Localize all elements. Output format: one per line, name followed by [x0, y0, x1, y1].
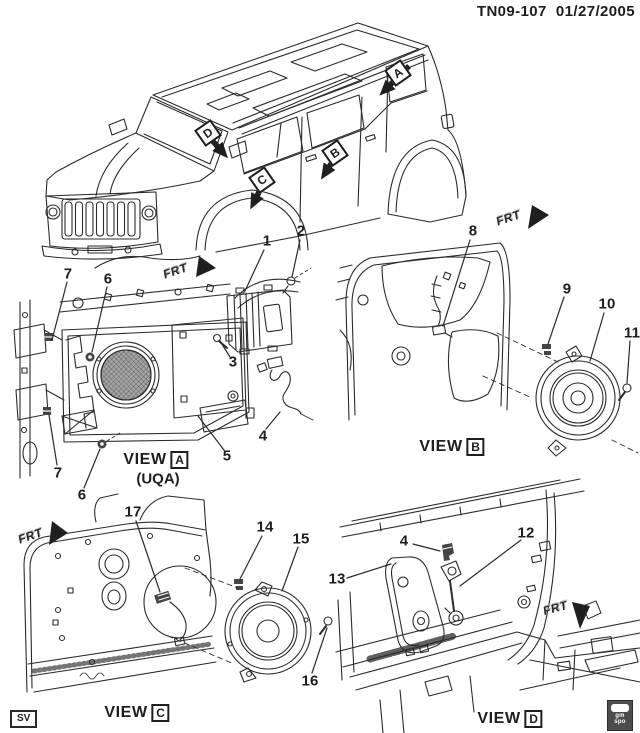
- view-d-art: [335, 478, 640, 733]
- view-c-word: VIEW: [104, 704, 148, 721]
- frt-arrow-icons: [49, 205, 602, 629]
- gm-logo-pill: [611, 704, 629, 712]
- callout-5: 5: [222, 447, 232, 465]
- callout-11: 11: [623, 324, 640, 342]
- view-d-letter-box: D: [524, 710, 543, 728]
- frt-arrow-icon-c: [49, 521, 68, 545]
- callout-7-upper: 7: [63, 265, 73, 283]
- view-a-art: [13, 267, 314, 479]
- callout-leader-lines: [48, 239, 631, 674]
- frt-arrow-icon-a: [196, 256, 216, 277]
- view-c-letter-box: C: [151, 704, 170, 722]
- callout-10: 10: [598, 295, 616, 313]
- callout-3: 3: [228, 353, 238, 371]
- view-a-option-code: (UQA): [136, 470, 180, 488]
- view-d-label: VIEW D: [477, 710, 543, 728]
- gm-logo-text-2: spo: [614, 719, 626, 725]
- view-c-art: [23, 493, 333, 693]
- frt-arrow-icon-b: [528, 205, 549, 229]
- view-a-letter-box: A: [170, 451, 189, 469]
- gm-spo-logo: gm spo: [607, 700, 633, 731]
- view-b-word: VIEW: [419, 438, 463, 455]
- callout-13: 13: [328, 570, 346, 588]
- callout-15: 15: [292, 530, 310, 548]
- callout-12: 12: [517, 524, 535, 542]
- doc-number: TN09-107: [476, 3, 547, 20]
- callout-7-lower: 7: [53, 464, 63, 482]
- callout-4-view-a: 4: [258, 427, 268, 445]
- callout-8: 8: [468, 222, 478, 240]
- view-a-word: VIEW: [123, 451, 167, 468]
- vehicle-illustration: [41, 22, 467, 269]
- view-a-label: VIEW A: [123, 451, 189, 469]
- page-code-badge: SV: [10, 710, 38, 728]
- callout-16: 16: [301, 672, 319, 690]
- gm-logo-text-1: gm: [615, 713, 625, 719]
- header-doc-reference: TN09-107 01/27/2005: [477, 3, 635, 20]
- callout-17: 17: [124, 503, 142, 521]
- view-c-label: VIEW C: [104, 704, 170, 722]
- callout-2: 2: [296, 222, 306, 240]
- callout-4-view-d: 4: [399, 532, 409, 550]
- view-b-letter-box: B: [466, 438, 485, 456]
- view-d-word: VIEW: [477, 710, 521, 727]
- callout-14: 14: [256, 518, 274, 536]
- callout-6-lower: 6: [77, 486, 87, 504]
- view-b-label: VIEW B: [419, 438, 485, 456]
- callout-1: 1: [262, 232, 272, 250]
- view-b-art: [335, 242, 639, 457]
- callout-9: 9: [562, 280, 572, 298]
- doc-date: 01/27/2005: [555, 3, 635, 20]
- frt-arrow-icon-d: [572, 602, 590, 629]
- callout-6-upper: 6: [103, 270, 113, 288]
